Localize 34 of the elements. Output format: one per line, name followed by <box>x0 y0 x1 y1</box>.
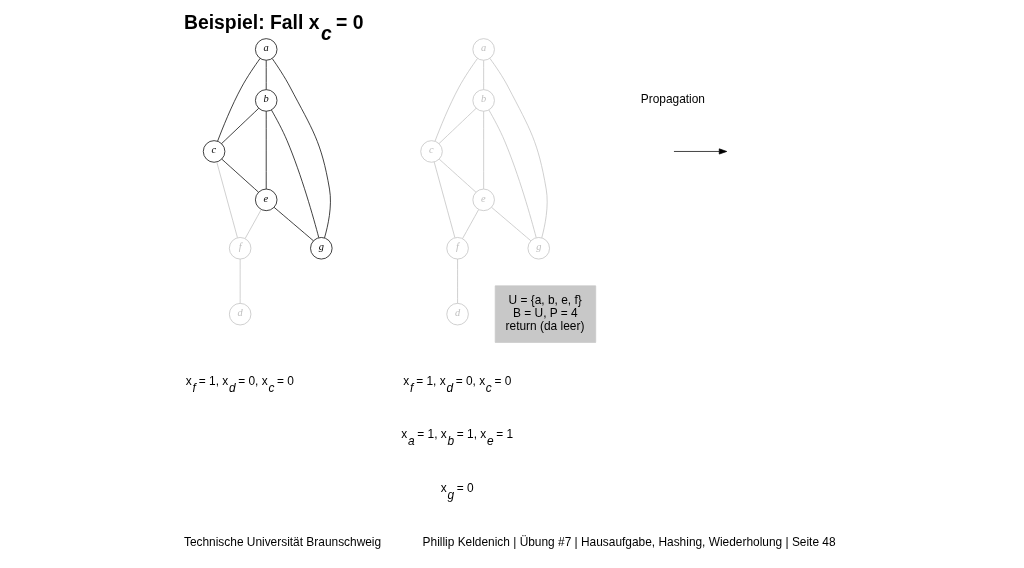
connector <box>244 209 262 239</box>
node-circle: e <box>254 188 277 211</box>
node-circle: b <box>254 89 277 112</box>
connector <box>488 109 537 238</box>
connector <box>433 161 455 238</box>
connector <box>489 58 548 239</box>
connector <box>273 206 314 242</box>
label: Technische Universität Braunschweig <box>183 535 381 550</box>
connector <box>438 158 476 193</box>
connector <box>482 110 484 190</box>
connector <box>482 60 484 90</box>
node-circle: g <box>309 237 332 260</box>
node-box: U = {a, b, e, f} B = U, P = 4 return (da leer) <box>494 285 596 343</box>
connector <box>461 209 479 239</box>
connector <box>215 161 238 238</box>
connector <box>434 58 478 142</box>
node-circle: f <box>228 237 251 260</box>
connector <box>270 109 319 238</box>
connector <box>220 158 259 193</box>
label: Propagation <box>640 92 705 107</box>
label: Phillip Keldenich | Übung #7 | Hausaufgabe, Hashing, Wiederholung | Seite 48 <box>422 535 836 550</box>
node-circle: c <box>202 140 225 163</box>
node-circle: f <box>445 237 469 260</box>
node-circle: d <box>228 303 251 326</box>
node-circle: a <box>254 38 277 61</box>
connector <box>216 58 260 142</box>
connector <box>456 258 458 304</box>
connector <box>490 206 531 242</box>
connector <box>220 107 259 144</box>
connector <box>265 110 267 190</box>
node-circle: d <box>445 303 469 326</box>
connector <box>271 58 331 239</box>
connector <box>438 107 477 144</box>
connector <box>265 60 267 90</box>
